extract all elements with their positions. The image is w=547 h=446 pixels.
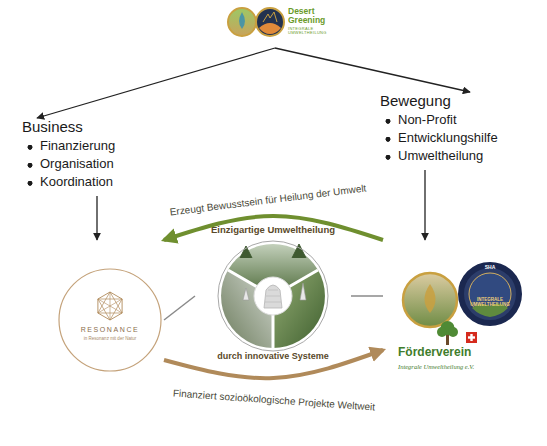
tree-canopy bbox=[448, 327, 458, 337]
connector-line bbox=[164, 296, 195, 320]
bullet-item: Entwicklungshilfe bbox=[384, 131, 498, 146]
badge-text: INTEGRALE UMWELTHEILUNG bbox=[465, 298, 515, 308]
brand-tagline: in Resonanz mit der Natur bbox=[56, 336, 164, 341]
logo-badge bbox=[461, 265, 519, 323]
list-heading: Bewegung bbox=[380, 92, 451, 109]
logo-badge bbox=[403, 273, 457, 327]
arrow-line bbox=[424, 170, 425, 240]
bullet-item: Umweltheilung bbox=[384, 149, 483, 164]
cycle-arrow bbox=[164, 350, 383, 378]
logo-badge bbox=[228, 8, 256, 36]
badge-text: SHA bbox=[475, 265, 505, 271]
circle-outline bbox=[59, 269, 161, 371]
logo-node: Desert GreeningINTEGRALE UMWELTHEILUNG bbox=[228, 0, 340, 48]
list-heading: Business bbox=[22, 118, 83, 135]
brand-name: RESONANCE bbox=[56, 326, 164, 334]
list-node: BusinessFinanzierungOrganisationKoordina… bbox=[22, 118, 142, 196]
water-drop bbox=[425, 284, 436, 313]
logo-subtitle: INTEGRALE UMWELTHEILUNG bbox=[288, 27, 332, 36]
photo-divider bbox=[228, 270, 318, 348]
arrow-line bbox=[96, 196, 97, 240]
circle-outline bbox=[218, 241, 328, 351]
bullet-item: Organisation bbox=[26, 157, 114, 172]
circle-outline bbox=[56, 240, 164, 375]
association-name: Förderverein bbox=[398, 346, 471, 360]
arrow-line bbox=[275, 48, 470, 92]
hexagon-emblem bbox=[98, 292, 122, 320]
connector-group bbox=[37, 48, 470, 378]
water-drop bbox=[239, 12, 245, 29]
circle-subheading: durch innovative Systeme bbox=[195, 351, 351, 361]
circle-heading: Einzigartige Umweltheilung bbox=[195, 225, 351, 236]
bullet-item: Finanzierung bbox=[26, 139, 115, 154]
list-node: BewegungNon-ProfitEntwicklungshilfeUmwel… bbox=[380, 92, 520, 170]
edge-label: Finanziert sozioökologische Projekte Wel… bbox=[173, 387, 376, 412]
logo-title: Desert Greening bbox=[288, 7, 332, 24]
tower-structure bbox=[265, 290, 281, 302]
center-disc bbox=[254, 277, 292, 315]
logo-group: SHA INTEGRALE UMWELTHEILUNG FördervereinIn… bbox=[383, 240, 533, 375]
hexagon-emblem bbox=[98, 292, 122, 320]
bullet-item: Non-Profit bbox=[384, 113, 457, 128]
edge-label: Erzeugt Bewusstsein für Heilung der Umwe… bbox=[169, 182, 367, 217]
center-circle: Einzigartige Umweltheilung durch innovati… bbox=[195, 215, 351, 375]
association-subtitle: Integrale Umweltheilung e.V. bbox=[398, 363, 474, 370]
cycle-arrow bbox=[164, 216, 383, 240]
logo-badge bbox=[256, 8, 284, 36]
machine-silhouette bbox=[263, 12, 277, 22]
logo-circle: RESONANCE in Resonanz mit der Natur bbox=[56, 240, 164, 375]
swiss-flag bbox=[466, 332, 477, 343]
connector-line bbox=[351, 295, 383, 297]
arrow-line bbox=[37, 48, 275, 118]
bullet-item: Koordination bbox=[26, 175, 113, 190]
swiss-cross bbox=[468, 336, 475, 338]
tree-canopy bbox=[437, 327, 447, 337]
tower-structure bbox=[264, 285, 282, 308]
sunset-landscape bbox=[259, 23, 281, 34]
